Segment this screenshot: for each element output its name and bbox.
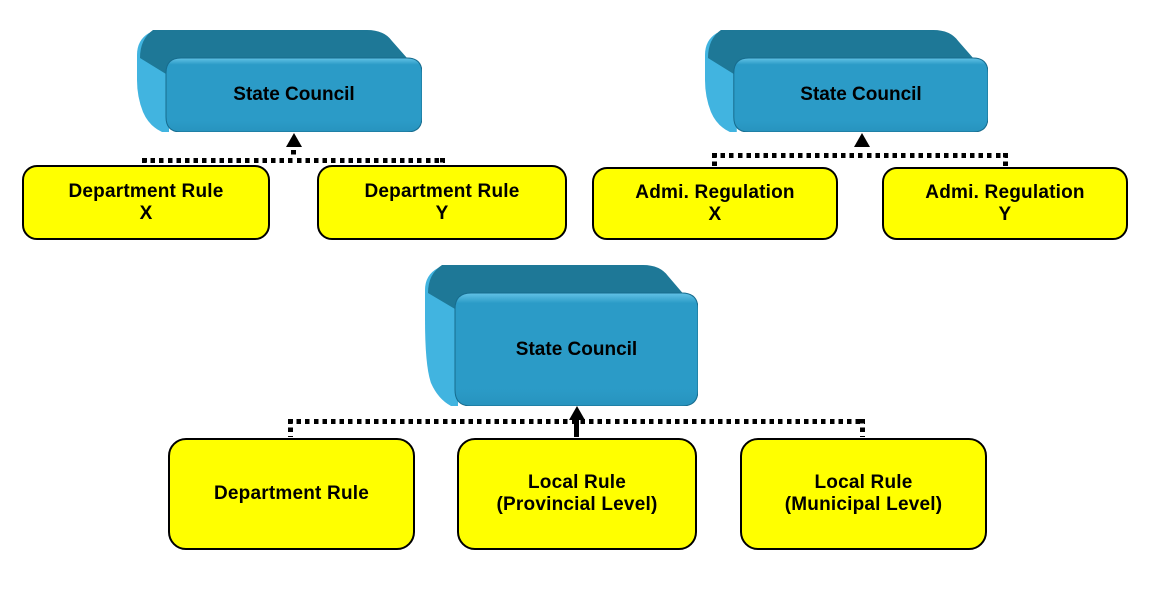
state-council-3d-box: State Council <box>705 30 988 132</box>
node-label: Local Rule (Provincial Level) <box>496 472 658 515</box>
node-label: Department Rule X <box>68 180 224 224</box>
connector-stub-right <box>860 419 865 437</box>
state-council-3d-box: State Council <box>137 30 422 132</box>
node-department-rule-y: Department Rule Y <box>317 165 567 240</box>
node-local-rule-municipal: Local Rule (Municipal Level) <box>740 438 987 550</box>
node-label: Admi. Regulation X <box>635 181 795 225</box>
box-front-face <box>733 57 988 132</box>
node-label: Department Rule <box>213 483 370 504</box>
state-council-label: State Council <box>233 84 355 105</box>
dotted-arrow-stub <box>291 150 296 157</box>
node-department-rule: Department Rule <box>168 438 415 550</box>
connector-stub-right <box>1003 153 1008 167</box>
state-council-label: State Council <box>800 84 922 105</box>
node-label: Local Rule (Municipal Level) <box>784 472 943 515</box>
connector-stub-left <box>142 158 147 167</box>
up-arrowhead-icon <box>569 406 585 420</box>
up-arrowhead-icon <box>854 133 870 147</box>
node-label: Admi. Regulation Y <box>925 181 1085 225</box>
node-admi-regulation-y: Admi. Regulation Y <box>882 167 1128 240</box>
box3d-shape <box>137 30 422 132</box>
box-front-face <box>165 57 422 132</box>
dotted-connector-line <box>142 158 445 163</box>
box3d-shape <box>425 265 698 406</box>
state-council-3d-box: State Council <box>425 265 698 406</box>
state-council-label: State Council <box>515 338 638 360</box>
up-arrowhead-icon <box>286 133 302 147</box>
solid-arrow-shaft <box>574 418 579 437</box>
dotted-connector-line <box>712 153 1008 158</box>
node-admi-regulation-x: Admi. Regulation X <box>592 167 838 240</box>
box3d-shape <box>705 30 988 132</box>
node-department-rule-x: Department Rule X <box>22 165 270 240</box>
connector-stub-right <box>440 158 445 167</box>
node-label: Department Rule Y <box>364 180 520 224</box>
connector-stub-left <box>712 153 717 167</box>
node-local-rule-provincial: Local Rule (Provincial Level) <box>457 438 697 550</box>
connector-stub-left <box>288 419 293 437</box>
box-front-face <box>454 292 698 406</box>
